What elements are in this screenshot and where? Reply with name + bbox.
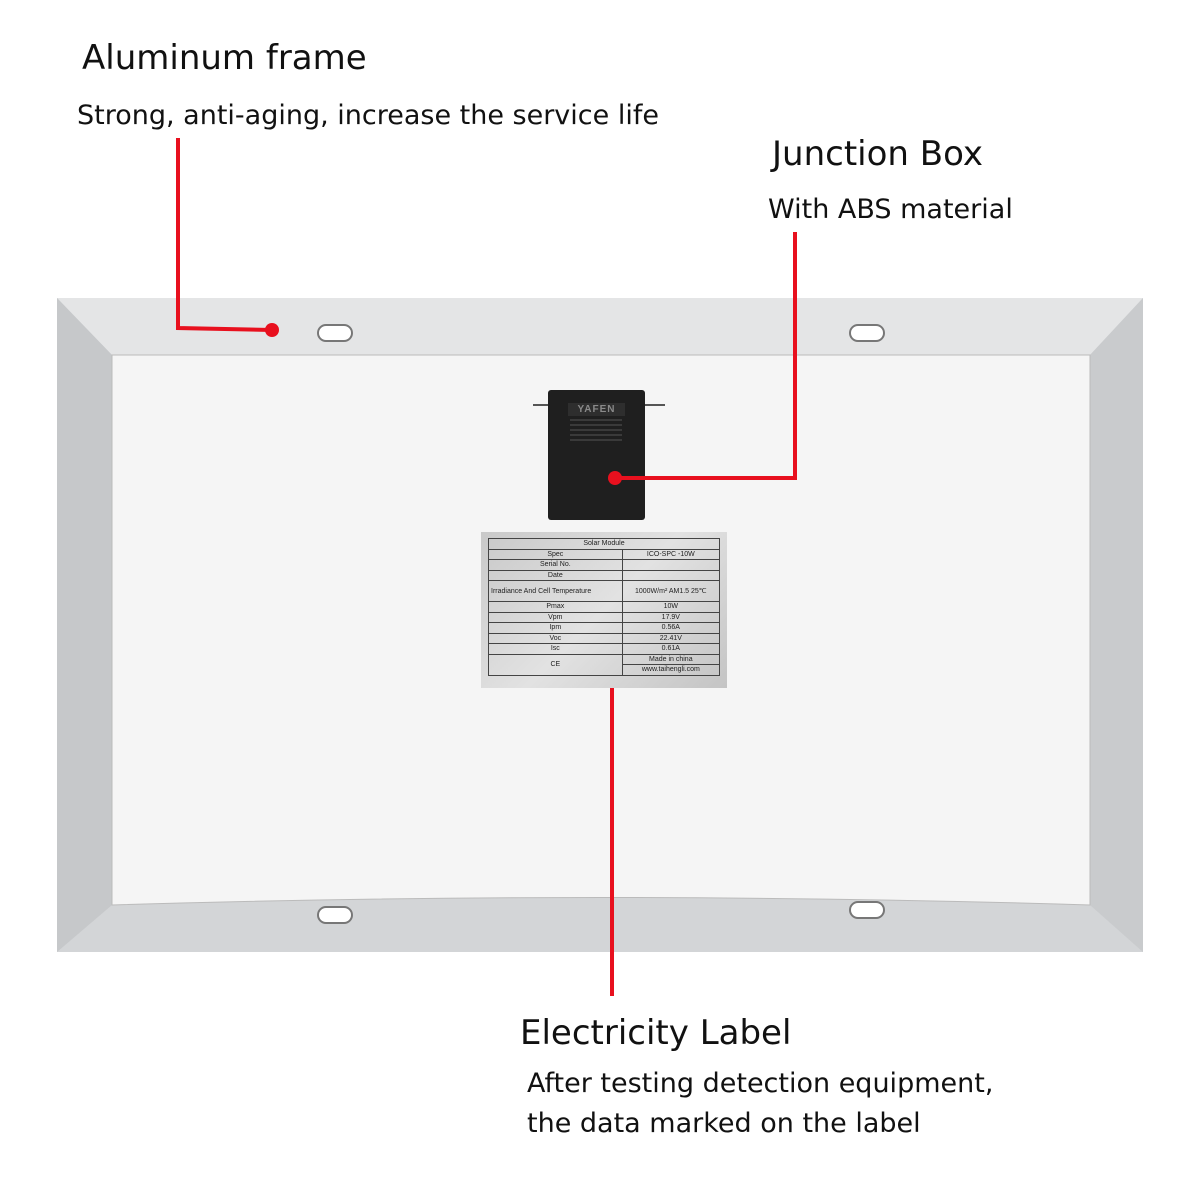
frame-callout-title: Aluminum frame [82, 38, 367, 78]
label-callout-title: Electricity Label [520, 1013, 792, 1053]
label-callout-desc-1: After testing detection equipment, [527, 1068, 994, 1099]
junction-box-brand: YAFEN [568, 403, 625, 416]
junction-callout-title: Junction Box [772, 134, 983, 174]
ce-mark: CE [488, 653, 623, 676]
junction-callout-desc: With ABS material [768, 194, 1013, 225]
label-row: Serial No. [488, 559, 721, 571]
frame-callout-desc: Strong, anti-aging, increase the service… [77, 100, 659, 131]
frame-right-bevel [1090, 298, 1143, 952]
label-row: www.taihengli.com [489, 664, 721, 676]
label-row: Date [488, 569, 721, 581]
label-callout-desc-2: the data marked on the label [527, 1108, 921, 1139]
frame-top-bevel [57, 298, 1143, 355]
mounting-holes [317, 324, 885, 924]
label-title: Solar Module [488, 538, 720, 550]
pointer-lines [176, 138, 797, 996]
frame-left-bevel [57, 298, 112, 952]
